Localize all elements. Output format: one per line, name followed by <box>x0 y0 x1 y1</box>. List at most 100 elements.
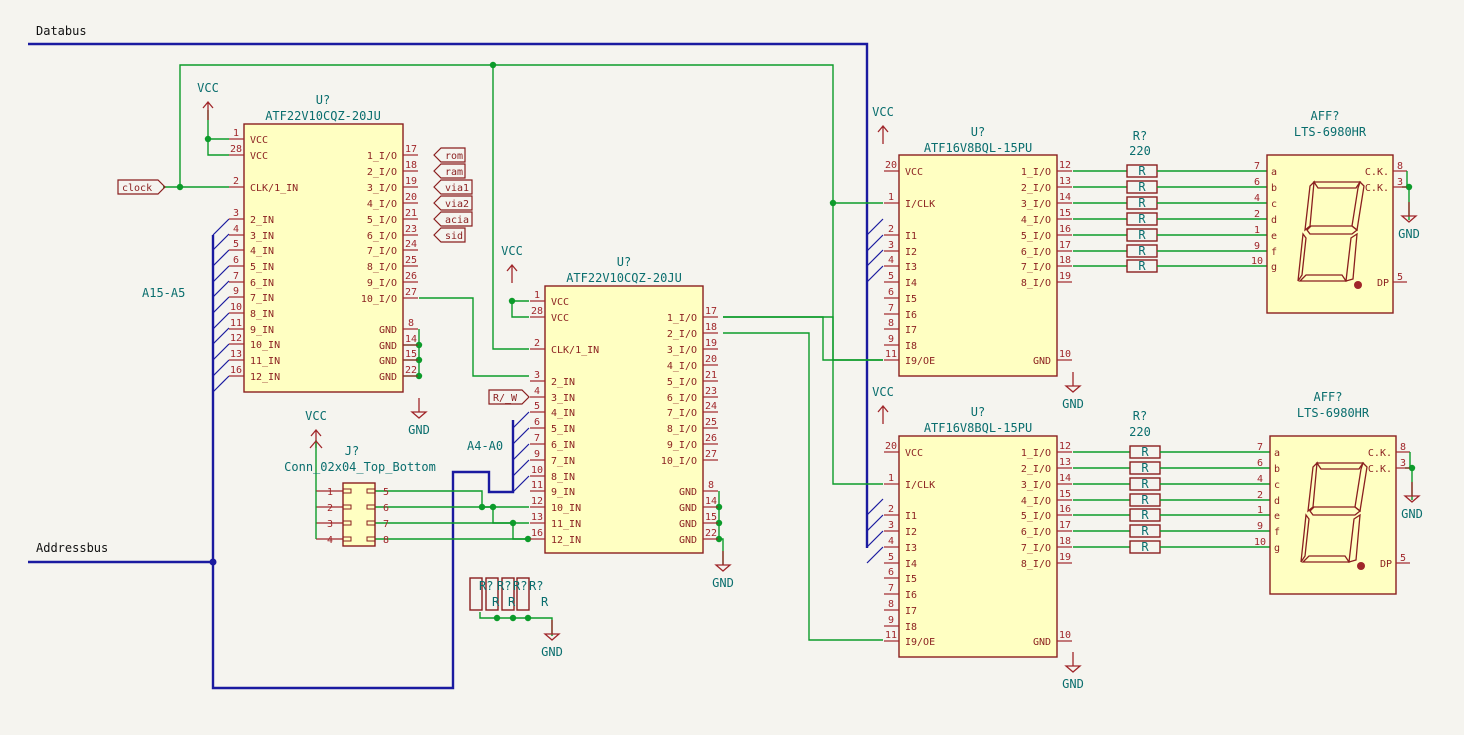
pin-number: 18 <box>1059 255 1071 266</box>
pin-number: 17 <box>1059 520 1071 531</box>
pin-number: 11 <box>885 630 897 641</box>
pin-number: 10 <box>531 465 543 476</box>
chip-value: ATF22V10CQZ-20JU <box>265 109 381 123</box>
connector-ref: J? <box>345 444 359 458</box>
pin-number: 3 <box>233 208 239 219</box>
global-label-text: clock <box>122 183 152 194</box>
label-rom[interactable]: rom <box>433 147 466 163</box>
label-ram[interactable]: ram <box>433 163 466 179</box>
pin-label: 6_IN <box>250 278 274 289</box>
label-acia[interactable]: acia <box>433 211 473 227</box>
pin-label: 2_I/O <box>1021 464 1051 475</box>
pin-number: 4 <box>534 386 540 397</box>
seven-seg-display-2[interactable]: AFF?LTS-6980HRa7b6c4d2e1f9g10C.K.8C.K.3D… <box>1254 390 1411 595</box>
segment-label: c <box>1271 199 1277 210</box>
display-ref: AFF? <box>1314 390 1343 404</box>
chip-u3[interactable]: U?ATF16V8BQL-15PU20VCC1I/CLK2I13I24I35I4… <box>884 125 1072 377</box>
pin-label: 7_I/O <box>1021 262 1051 273</box>
segment-label: e <box>1271 231 1277 242</box>
pulldown-val-3: R <box>541 595 549 609</box>
pin-label: I7 <box>905 325 917 336</box>
pin-label: 9_I/O <box>667 440 697 451</box>
display-value: LTS-6980HR <box>1294 125 1367 139</box>
series-res-value: 220 <box>1129 425 1151 439</box>
pin-number: 28 <box>230 144 242 155</box>
pulldown-val-1: R <box>492 595 500 609</box>
chip-u1[interactable]: U?ATF22V10CQZ-20JU1VCC28VCC2CLK/1_IN32_I… <box>229 93 418 393</box>
ck-label: C.K. <box>1368 464 1392 475</box>
pin-label: VCC <box>551 297 569 308</box>
pin-label: CLK/1_IN <box>250 183 298 194</box>
pin-number: 18 <box>405 160 417 171</box>
segment-pin: 6 <box>1257 458 1263 469</box>
label-rw[interactable]: R/_W <box>488 389 530 405</box>
pin-number: 21 <box>405 208 417 219</box>
conn-pin-number: 3 <box>327 519 333 530</box>
pin-number: 10 <box>1059 349 1071 360</box>
pin-label: GND <box>379 356 397 367</box>
pin-label: CLK/1_IN <box>551 345 599 356</box>
vcc-label: VCC <box>305 409 327 423</box>
vcc-label: VCC <box>197 81 219 95</box>
segment-label: b <box>1271 183 1277 194</box>
segment-label: a <box>1271 167 1277 178</box>
gnd-label: GND <box>408 423 430 437</box>
gnd-label: GND <box>1401 507 1423 521</box>
pin-label: 6_I/O <box>367 231 397 242</box>
label-sid[interactable]: sid <box>433 227 466 243</box>
dp-dot <box>1354 281 1362 289</box>
pin-number: 20 <box>885 441 897 452</box>
pin-number: 7 <box>888 583 894 594</box>
segment-pin: 2 <box>1257 490 1263 501</box>
pin-label: 9_IN <box>551 487 575 498</box>
pin-label: I6 <box>905 590 917 601</box>
pin-number: 13 <box>531 512 543 523</box>
chip-u2[interactable]: U?ATF22V10CQZ-20JU1VCC28VCC2CLK/1_IN32_I… <box>530 255 718 554</box>
gnd-u4: GND <box>1062 652 1084 691</box>
pin-label: I8 <box>905 341 917 352</box>
chip-u4[interactable]: U?ATF16V8BQL-15PU20VCC1I/CLK2I13I24I35I4… <box>884 405 1072 658</box>
pin-label: 2_IN <box>250 215 274 226</box>
pin-number: 15 <box>1059 208 1071 219</box>
display-segment <box>1304 180 1315 232</box>
segment-pin: 6 <box>1254 177 1260 188</box>
series-res-label: R <box>1141 524 1149 538</box>
pin-label: 8_IN <box>250 309 274 320</box>
label-via2[interactable]: via2 <box>433 195 473 211</box>
pin-number: 11 <box>230 318 242 329</box>
ck-label: C.K. <box>1365 183 1389 194</box>
pin-number: 9 <box>888 334 894 345</box>
pin-label: I8 <box>905 622 917 633</box>
pin-label: 8_I/O <box>1021 278 1051 289</box>
gnd-label: GND <box>1062 677 1084 691</box>
pin-number: 21 <box>705 370 717 381</box>
segment-label: a <box>1274 448 1280 459</box>
segment-label: g <box>1274 543 1280 554</box>
pin-label: I3 <box>905 262 917 273</box>
pin-number: 23 <box>405 224 417 235</box>
pulldown-ref-2: R? <box>497 579 511 593</box>
ck-pin: 3 <box>1400 458 1406 469</box>
pin-label: VCC <box>250 151 268 162</box>
pin-number: 16 <box>230 365 242 376</box>
pin-label: 5_I/O <box>367 215 397 226</box>
label-via1[interactable]: via1 <box>433 179 473 195</box>
pin-label: 2_I/O <box>1021 183 1051 194</box>
label-clock[interactable]: clock <box>117 179 166 195</box>
pin-number: 18 <box>1059 536 1071 547</box>
pin-label: 1_I/O <box>1021 167 1051 178</box>
gnd-disp2: GND <box>1401 482 1423 521</box>
vcc-label: VCC <box>872 105 894 119</box>
gnd-disp1: GND <box>1398 202 1420 241</box>
bus-entries-u1 <box>212 218 884 564</box>
pin-label: I/CLK <box>905 480 935 491</box>
pin-number: 7 <box>888 303 894 314</box>
pin-label: I5 <box>905 294 917 305</box>
databus-label: Databus <box>36 24 87 38</box>
seven-seg-display-1[interactable]: AFF?LTS-6980HRa7b6c4d2e1f9g10C.K.8C.K.3D… <box>1251 109 1408 314</box>
chip-value: ATF22V10CQZ-20JU <box>566 271 682 285</box>
pin-number: 20 <box>885 160 897 171</box>
pin-label: 4_I/O <box>667 361 697 372</box>
